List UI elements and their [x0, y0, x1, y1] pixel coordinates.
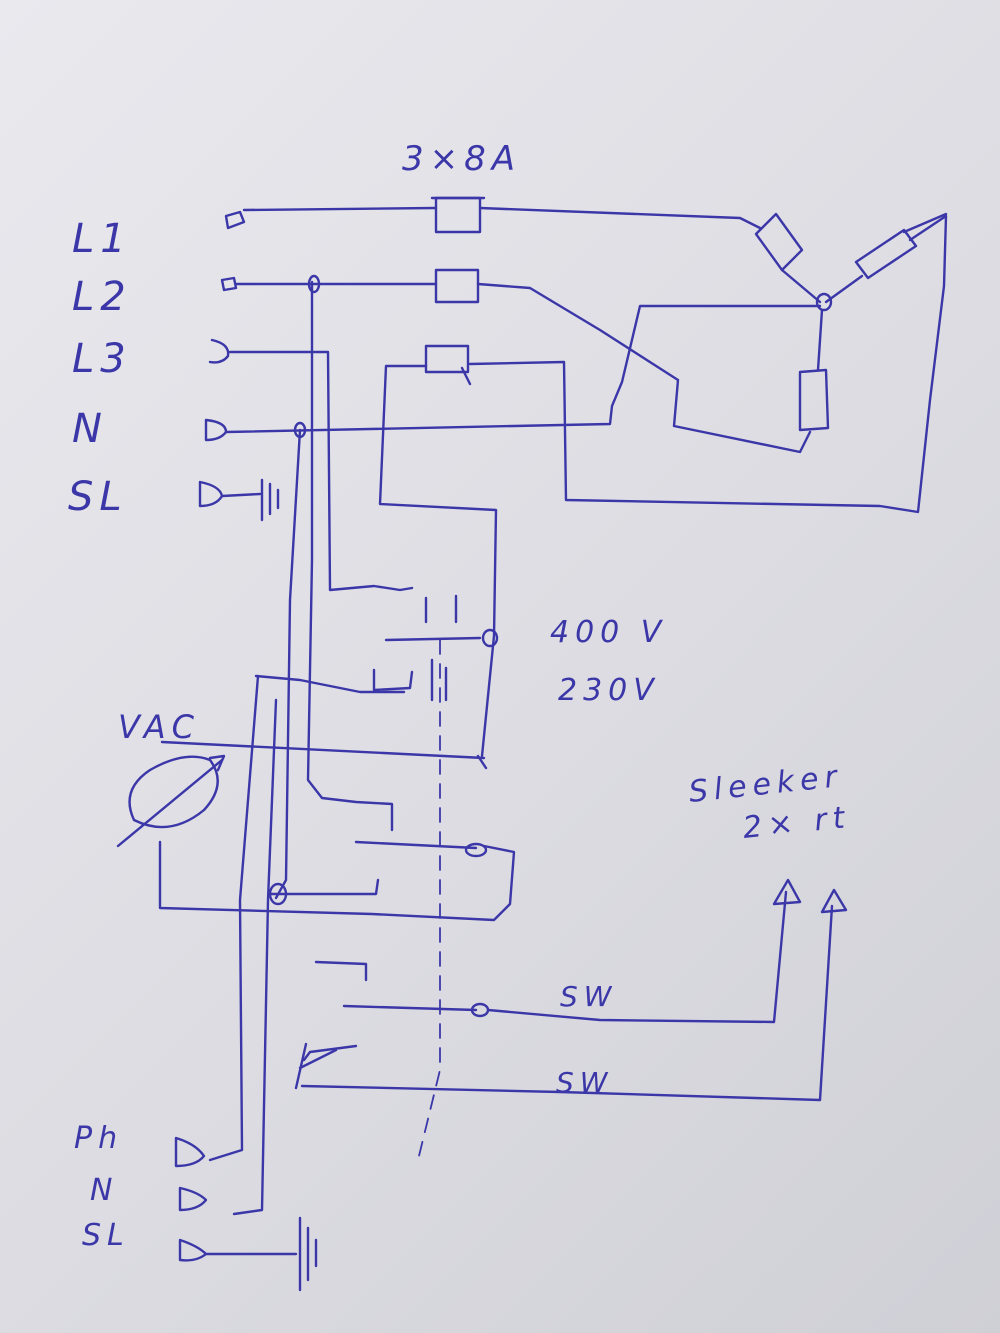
voltmeter-body — [128, 755, 219, 829]
terminal-l2 — [220, 276, 238, 292]
terminal-pe — [198, 480, 224, 508]
star-point — [815, 292, 833, 312]
terminal-l3 — [208, 338, 230, 364]
input-label-n: N — [72, 406, 108, 452]
lower-switch — [268, 639, 478, 1161]
voltmeter-needle — [116, 758, 224, 848]
terminal-out-pe — [178, 1238, 208, 1262]
meter-label: VAC — [118, 708, 200, 746]
junction-n — [293, 421, 307, 439]
slider-label-line2: 2× rt — [741, 800, 852, 846]
input-terminals — [198, 210, 246, 508]
slider-outputs — [300, 878, 848, 1102]
fuse-block — [424, 196, 486, 386]
terminal-n — [204, 418, 228, 442]
wiring — [208, 206, 948, 1216]
input-label-l2: L2 — [72, 274, 132, 320]
output-terminals — [174, 1136, 298, 1262]
fuse-l3 — [424, 344, 470, 374]
signal-label-sw1: SW — [560, 980, 617, 1013]
fuse-label: 3×8A — [402, 139, 521, 179]
slider-arrow-1 — [772, 878, 802, 906]
ground-symbol-bottom — [298, 1216, 318, 1292]
heater-element-2 — [854, 228, 918, 280]
heater-element-1 — [754, 212, 804, 272]
output-label-pe: SL — [82, 1218, 130, 1253]
slider-arrow-2 — [820, 888, 848, 914]
output-label-ph: Ph — [74, 1121, 123, 1156]
voltmeter — [116, 740, 516, 922]
star-load — [754, 212, 948, 432]
switch-label-230v: 230V — [558, 673, 660, 708]
switch-label-400v: 400 V — [550, 615, 667, 650]
fuse-l2 — [434, 268, 480, 304]
fuse-l1 — [434, 196, 482, 234]
terminal-out-n — [178, 1186, 208, 1212]
heater-element-3 — [798, 368, 830, 432]
ground-symbol-top — [220, 478, 280, 522]
voltage-selector-switch — [254, 594, 499, 770]
terminal-out-ph — [174, 1136, 206, 1168]
output-label-n: N — [90, 1173, 118, 1208]
input-label-l1: L1 — [72, 216, 132, 262]
input-label-pe: SL — [68, 474, 128, 520]
junction-l2 — [307, 274, 321, 294]
terminal-l1 — [224, 210, 246, 230]
input-label-l3: L3 — [72, 336, 132, 382]
